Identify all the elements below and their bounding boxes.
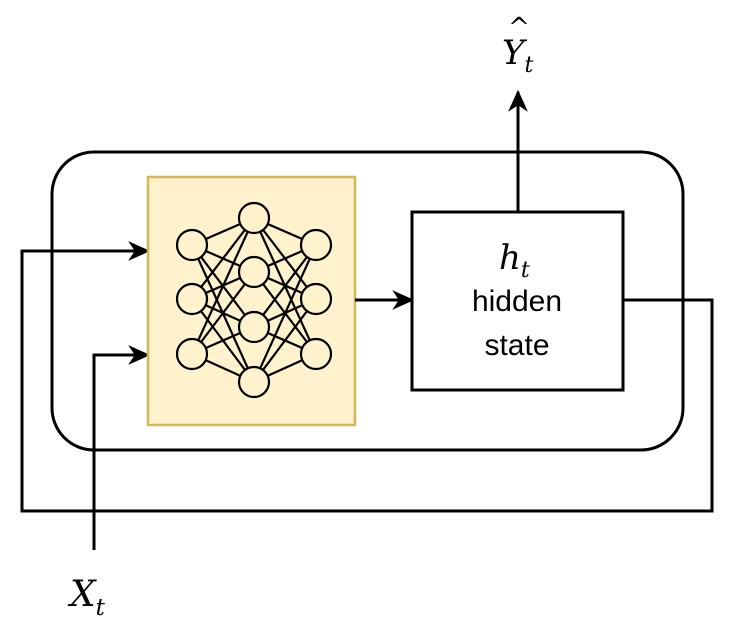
input-subscript: t (96, 595, 106, 621)
output-hat: ^ (508, 13, 530, 43)
neural-network-icon (175, 201, 333, 399)
input-symbol: X (67, 574, 97, 615)
hidden-state-label-line2: state (484, 329, 549, 362)
svg-text:Yt: Yt (502, 33, 533, 78)
recurrent-loop-connector (20, 241, 714, 513)
hidden-state-label-line1: hidden (472, 285, 562, 318)
hidden-state-symbol: ht (499, 238, 530, 283)
input-label: Xt (67, 574, 106, 621)
hidden-state-box (410, 210, 625, 392)
output-label: ^ Yt (502, 13, 533, 78)
input-connector (92, 345, 151, 550)
output-symbol: Y (502, 33, 528, 73)
output-subscript: t (524, 53, 533, 78)
